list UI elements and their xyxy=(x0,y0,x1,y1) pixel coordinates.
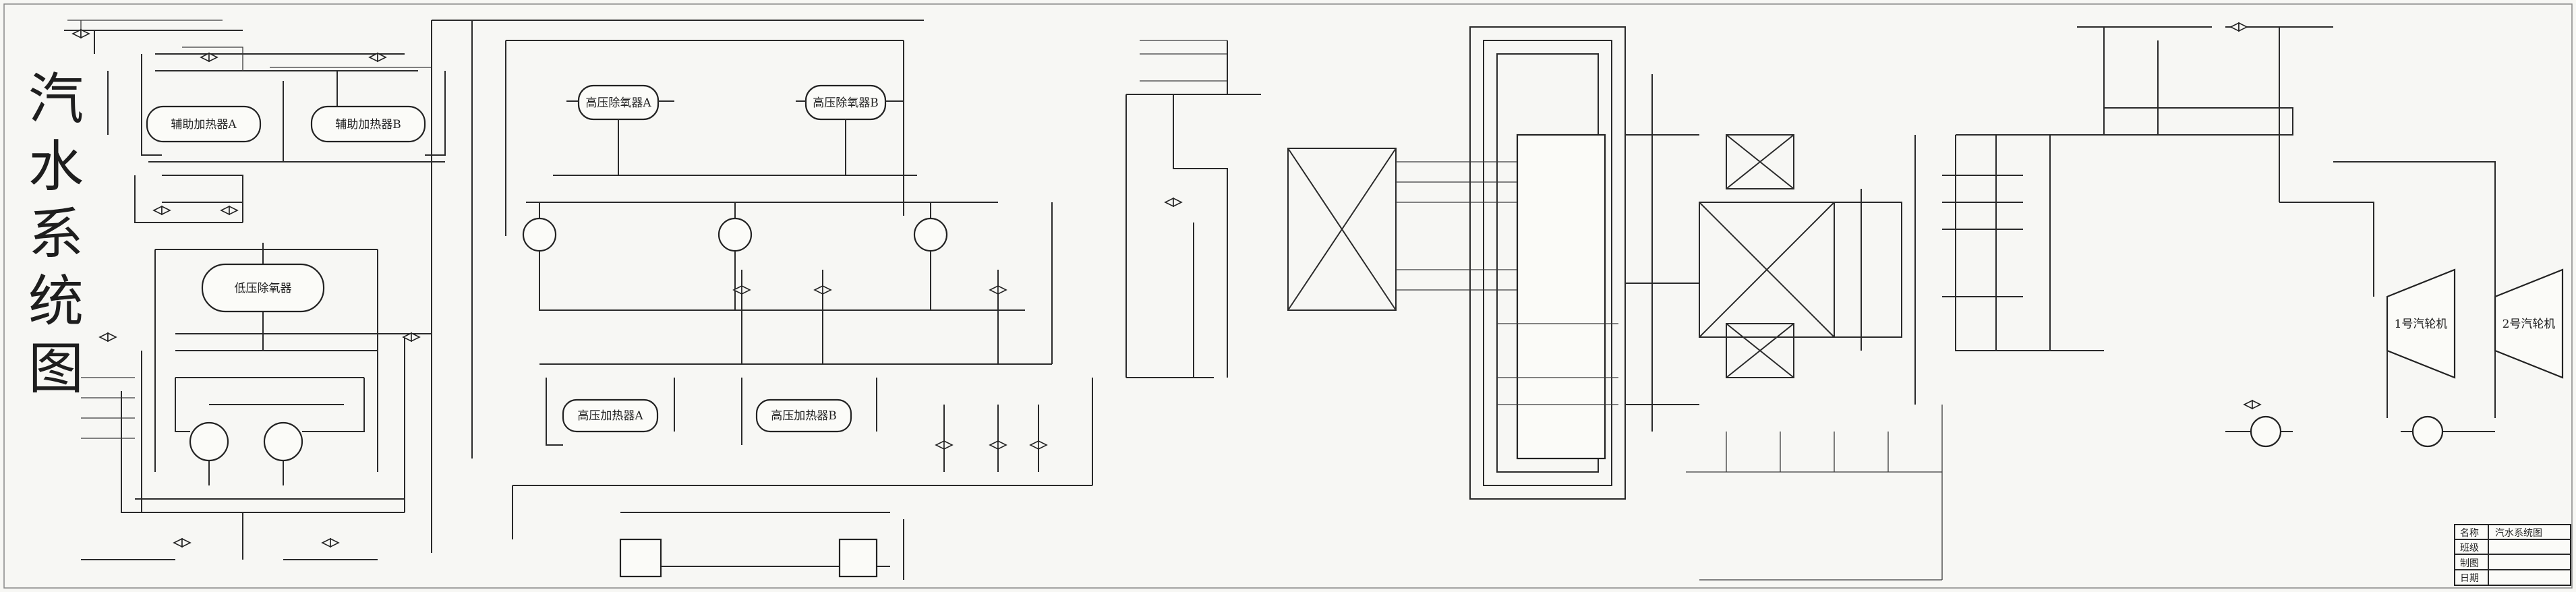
generator-2 xyxy=(2411,415,2444,448)
title-block-label-1: 名称 xyxy=(2460,528,2479,539)
hp-deaerator-a-label: 高压除氧器A xyxy=(585,96,651,110)
hp-heater-b xyxy=(755,398,852,433)
lp-deaerator-label: 低压除氧器 xyxy=(235,282,292,295)
section-turbines: 1号汽轮机 2号汽轮机 xyxy=(2077,26,2564,448)
section-hp-deaerators: 高压除氧器A 高压除氧器B 高压加热器A 高压加热器B xyxy=(431,20,1093,580)
section-boiler xyxy=(1287,26,1699,500)
title-block-label-4: 日期 xyxy=(2460,573,2479,584)
hp-deaerator-pump-3 xyxy=(913,217,948,252)
title-block-value-1: 汽水系统图 xyxy=(2495,528,2542,539)
hp-deaerator-pump-2 xyxy=(718,217,753,252)
hp-deaerator-pump-1 xyxy=(522,217,557,252)
title-block-label-2: 班级 xyxy=(2460,543,2479,554)
turbine-2 xyxy=(2494,268,2564,379)
turbine-1-label: 1号汽轮机 xyxy=(2395,318,2448,331)
title-block-label-3: 制图 xyxy=(2460,558,2479,569)
section-lp-system: 辅助加热器A 辅助加热器B 低压除氧器 xyxy=(64,20,446,560)
boiler-drum xyxy=(1516,134,1606,460)
hp-deaerator-b-label: 高压除氧器B xyxy=(813,96,879,110)
sheet-border xyxy=(3,3,2573,589)
turbine-2-label: 2号汽轮机 xyxy=(2502,318,2556,331)
title-char-4: 统 xyxy=(28,270,84,334)
hp-heater-a xyxy=(562,398,659,433)
section-feed-water xyxy=(1125,40,1261,378)
title-block: 名称 汽水系统图 班级 制图 日期 xyxy=(2454,524,2571,586)
title-char-1: 汽 xyxy=(28,67,84,131)
aux-heater-b xyxy=(310,105,426,143)
lp-pump-2 xyxy=(263,421,303,462)
aux-heater-a xyxy=(146,105,262,143)
title-char-2: 水 xyxy=(28,135,84,199)
generator-1 xyxy=(2250,415,2282,448)
aux-heater-b-label: 辅助加热器B xyxy=(335,118,401,131)
turbine-1 xyxy=(2386,268,2456,379)
hp-drain-tank xyxy=(619,538,662,578)
drawing-title: 汽 水 系 统 图 xyxy=(28,67,84,401)
lp-pump-1 xyxy=(189,421,229,462)
hp-heater-a-label: 高压加热器A xyxy=(577,409,643,423)
hp-flash-tank xyxy=(838,538,878,578)
valves xyxy=(71,22,2262,548)
hp-heater-b-label: 高压加热器B xyxy=(771,409,837,423)
section-heat-exchangers xyxy=(1686,134,2104,581)
title-char-3: 系 xyxy=(28,202,84,266)
title-char-5: 图 xyxy=(28,337,84,401)
aux-heater-a-label: 辅助加热器A xyxy=(171,118,237,131)
